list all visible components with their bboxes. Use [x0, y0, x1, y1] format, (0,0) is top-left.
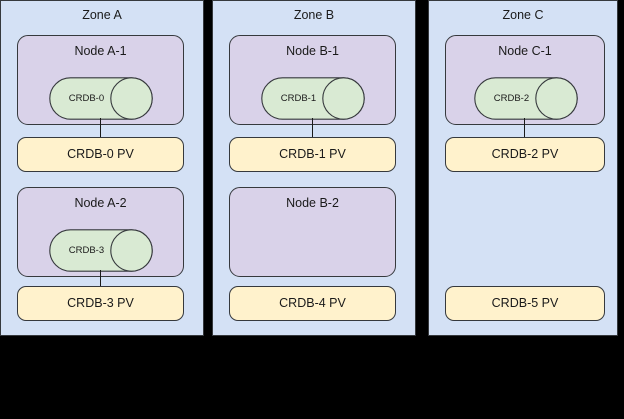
connector-crdb-3 [100, 270, 101, 287]
pv-crdb-1-label: CRDB-1 PV [279, 147, 346, 161]
pv-crdb-3-label: CRDB-3 PV [67, 296, 134, 310]
pv-crdb-2: CRDB-2 PV [445, 137, 605, 172]
zone-c: Zone C Node C-1 CRDB-2 CRDB-2 PV CRDB-5 … [428, 0, 618, 336]
pv-crdb-0-label: CRDB-0 PV [67, 147, 134, 161]
connector-crdb-0 [100, 118, 101, 138]
pv-crdb-4-label: CRDB-4 PV [279, 296, 346, 310]
zone-a: Zone A Node A-1 CRDB-0 CRDB-0 PV Node A-… [0, 0, 204, 336]
pv-crdb-2-label: CRDB-2 PV [491, 147, 559, 161]
pv-crdb-3: CRDB-3 PV [17, 286, 184, 321]
node-a-2-title: Node A-2 [74, 196, 127, 210]
database-crdb-1: CRDB-1 [261, 77, 365, 120]
pv-crdb-5: CRDB-5 PV [445, 286, 605, 321]
pv-crdb-0: CRDB-0 PV [17, 137, 184, 172]
node-a-1: Node A-1 CRDB-0 [17, 35, 184, 125]
node-c-1: Node C-1 CRDB-2 [445, 35, 605, 125]
pv-crdb-4: CRDB-4 PV [229, 286, 396, 321]
zone-c-title: Zone C [502, 8, 544, 22]
connector-crdb-1 [312, 118, 313, 138]
database-crdb-3: CRDB-3 [49, 229, 153, 272]
node-c-1-title: Node C-1 [498, 44, 552, 58]
zone-b-title: Zone B [293, 8, 335, 22]
zone-b: Zone B Node B-1 CRDB-1 CRDB-1 PV Node B-… [212, 0, 416, 336]
node-b-1-title: Node B-1 [286, 44, 339, 58]
pv-crdb-1: CRDB-1 PV [229, 137, 396, 172]
node-b-2-title: Node B-2 [286, 196, 339, 210]
connector-crdb-2 [524, 118, 525, 138]
pv-crdb-5-label: CRDB-5 PV [491, 296, 559, 310]
node-b-2: Node B-2 [229, 187, 396, 277]
node-a-2: Node A-2 CRDB-3 [17, 187, 184, 277]
node-a-1-title: Node A-1 [74, 44, 127, 58]
database-crdb-2: CRDB-2 [474, 77, 578, 120]
node-b-1: Node B-1 CRDB-1 [229, 35, 396, 125]
zone-a-title: Zone A [82, 8, 122, 22]
database-crdb-0: CRDB-0 [49, 77, 153, 120]
